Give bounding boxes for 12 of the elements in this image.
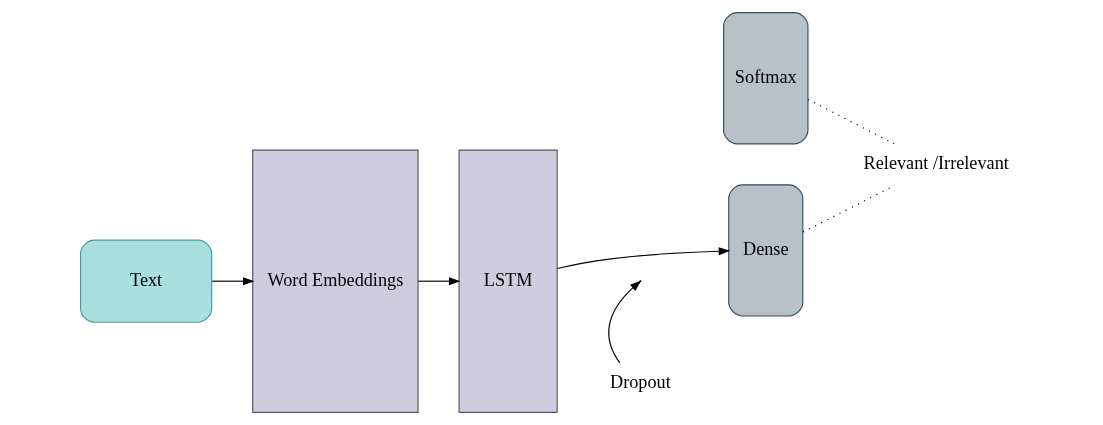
arrow <box>556 247 730 270</box>
connector <box>806 98 896 145</box>
node-text: Relevant /Irrelevant <box>863 153 1009 174</box>
node-box: Word Embeddings <box>251 149 419 413</box>
arrow <box>211 277 254 286</box>
node-text: Dropout <box>609 372 671 393</box>
node-box: Dense <box>727 184 803 317</box>
node-box: LSTM <box>458 149 558 413</box>
node-box: Text <box>79 239 212 323</box>
arrow <box>417 277 460 286</box>
node-box: Softmax <box>722 12 809 145</box>
connector <box>801 184 895 233</box>
